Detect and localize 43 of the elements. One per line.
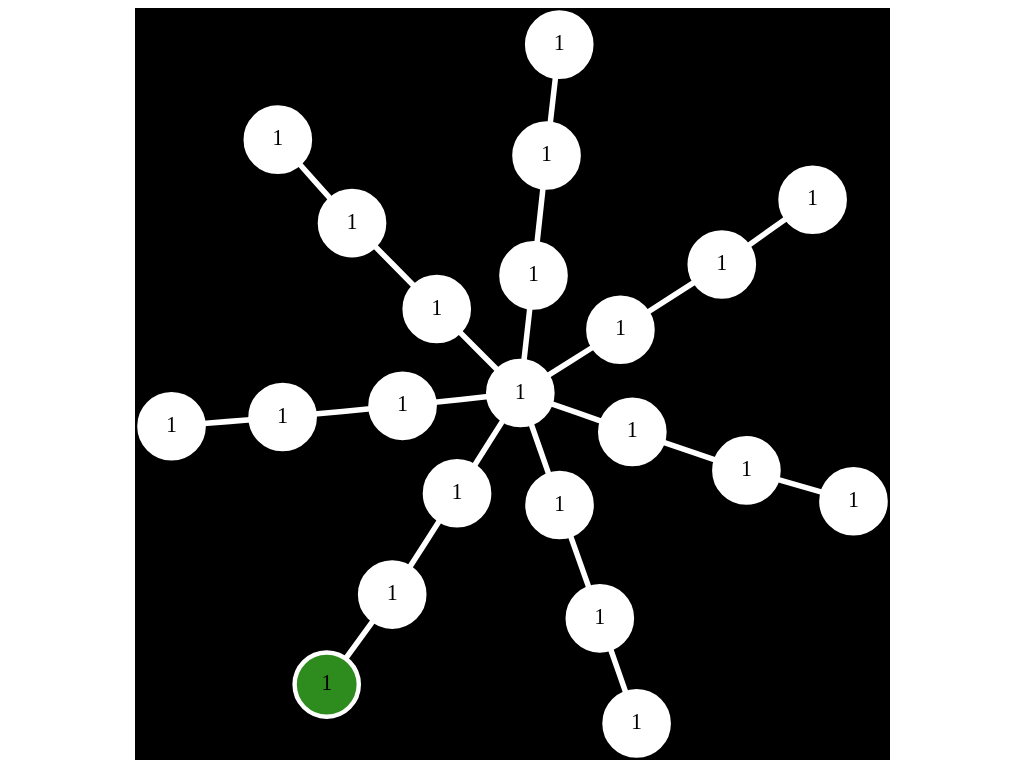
connector <box>549 401 603 424</box>
node-circle: 1 <box>777 165 847 235</box>
node-circle: 1 <box>357 560 427 629</box>
connector <box>202 416 251 427</box>
node-circle: 1 <box>711 436 781 505</box>
connector <box>433 393 488 406</box>
connector <box>406 518 442 569</box>
node-circle: 1 <box>585 295 655 365</box>
connector <box>776 476 823 495</box>
node-circle: 1 <box>136 391 206 461</box>
connector <box>314 406 371 417</box>
connector <box>533 187 546 244</box>
node-circle: 1 <box>686 230 756 299</box>
node-circle: 1 <box>597 397 667 467</box>
connector <box>372 244 416 288</box>
connector <box>661 439 717 463</box>
node-circle: 1 <box>818 466 888 536</box>
connector <box>471 418 505 468</box>
connector <box>567 534 592 589</box>
connector <box>545 344 595 379</box>
node-circle: 1 <box>498 241 568 310</box>
connector <box>520 307 533 362</box>
node-circle: 1 <box>524 10 594 79</box>
node-circle: 1 <box>317 188 386 258</box>
node-circle: 1 <box>422 458 491 528</box>
node-circle: 1 <box>485 358 555 428</box>
node-circle: 1 <box>565 584 634 653</box>
node-circle: 1 <box>291 650 361 719</box>
connector <box>342 618 375 661</box>
node-circle: 1 <box>243 105 312 174</box>
connector <box>527 422 552 476</box>
node-circle: 1 <box>401 274 471 344</box>
node-circle: 1 <box>524 470 594 540</box>
connector <box>645 279 696 315</box>
node-circle: 1 <box>367 371 437 441</box>
connector <box>607 647 629 694</box>
node-circle: 1 <box>511 121 581 190</box>
connector <box>745 216 788 249</box>
node-circle: 1 <box>601 689 671 758</box>
connector <box>546 76 558 124</box>
connector <box>457 329 499 372</box>
connector <box>296 161 333 201</box>
node-circle: 1 <box>247 382 317 452</box>
